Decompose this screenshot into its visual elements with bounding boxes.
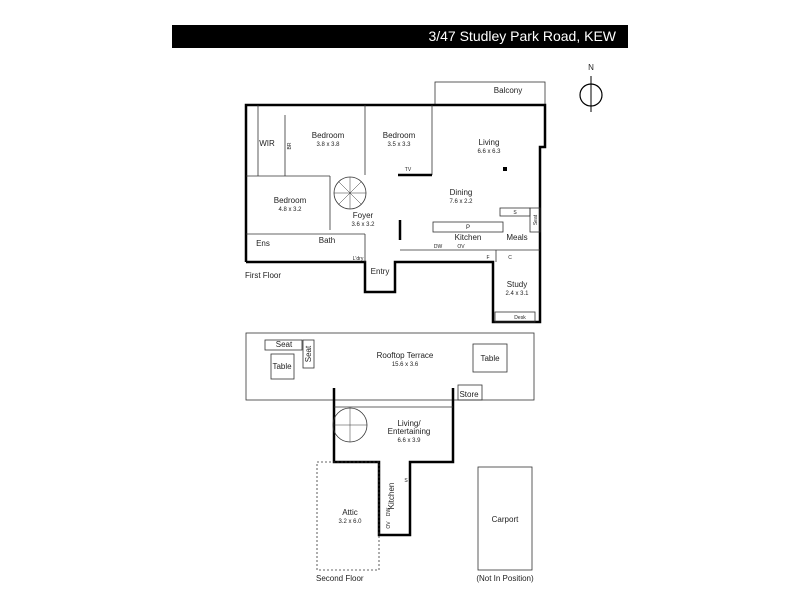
seat-label-1: Seat — [276, 340, 293, 349]
room-dims-rooftop-terrace: 15.6 x 3.6 — [392, 362, 419, 368]
carport-note: (Not In Position) — [476, 574, 534, 583]
room-dims-living-entertaining: 6.6 x 3.9 — [397, 438, 421, 444]
pantry-label: P — [466, 225, 470, 231]
oven-label-2: OV — [386, 521, 392, 529]
seat-label: Seat — [533, 214, 539, 225]
room-label-store: Store — [459, 390, 479, 399]
second-floor-walls — [245, 332, 535, 571]
room-label-bedroom-3: Bedroom — [274, 196, 307, 205]
room-dims-dining: 7.6 x 2.2 — [449, 199, 473, 205]
room-label-bedroom-2: Bedroom — [383, 131, 416, 140]
room-label-kitchen-2: Kitchen — [387, 483, 396, 510]
table-label-1: Table — [272, 362, 292, 371]
north-label: N — [588, 63, 594, 72]
room-label-bedroom-1: Bedroom — [312, 131, 345, 140]
address-banner: 3/47 Studley Park Road, KEW — [172, 25, 628, 48]
room-label-laundry: L'dry — [353, 256, 364, 262]
room-label-wir: WIR — [259, 139, 275, 148]
fridge-label: F — [486, 255, 489, 261]
room-label-carport: Carport — [492, 515, 519, 524]
room-label-foyer: Foyer — [353, 211, 374, 220]
room-label-study: Study — [507, 280, 527, 289]
room-label-attic: Attic — [342, 508, 358, 517]
dishwasher-label: DW — [434, 244, 443, 250]
first-floor-walls — [244, 81, 547, 324]
room-label-living: Living — [479, 138, 500, 147]
room-label-entry: Entry — [371, 267, 390, 276]
room-dims-foyer: 3.6 x 3.2 — [351, 222, 375, 228]
second-floor-caption: Second Floor — [316, 574, 364, 583]
seat-label-2: Seat — [304, 345, 313, 362]
cupboard-label: C — [508, 255, 512, 261]
room-dims-bedroom-2: 3.5 x 3.3 — [387, 142, 411, 148]
oven-label: OV — [457, 244, 465, 250]
room-label-ens: Ens — [256, 239, 270, 248]
room-label-dining: Dining — [450, 188, 473, 197]
address-title: 3/47 Studley Park Road, KEW — [428, 28, 616, 44]
room-label-rooftop-terrace: Rooftop Terrace — [377, 351, 434, 360]
room-label-bath: Bath — [319, 236, 335, 245]
dishwasher-label-2: DW — [386, 508, 392, 517]
carport-outline — [477, 466, 533, 571]
room-label-living-entertaining-1: Living/ — [397, 419, 421, 428]
table-label-2: Table — [480, 354, 500, 363]
room-dims-attic: 3.2 x 6.0 — [338, 519, 362, 525]
room-dims-study: 2.4 x 3.1 — [505, 291, 529, 297]
room-label-balcony: Balcony — [494, 86, 522, 95]
north-compass-icon: N — [579, 63, 603, 112]
first-floor-caption: First Floor — [245, 271, 281, 280]
room-dims-bedroom-3: 4.8 x 3.2 — [278, 207, 302, 213]
tv-label: TV — [405, 167, 412, 173]
room-label-living-entertaining-2: Entertaining — [388, 427, 431, 436]
desk-label: Desk — [514, 315, 526, 321]
room-dims-living: 6.6 x 6.3 — [477, 149, 501, 155]
room-label-kitchen: Kitchen — [455, 233, 482, 242]
sink-label: S — [404, 478, 408, 484]
room-dims-bedroom-1: 3.8 x 3.8 — [316, 142, 340, 148]
room-label-meals: Meals — [506, 233, 527, 242]
room-label-br: BR — [287, 142, 293, 149]
spiral-staircase-icon — [333, 176, 367, 210]
storage-label: S — [513, 210, 517, 216]
